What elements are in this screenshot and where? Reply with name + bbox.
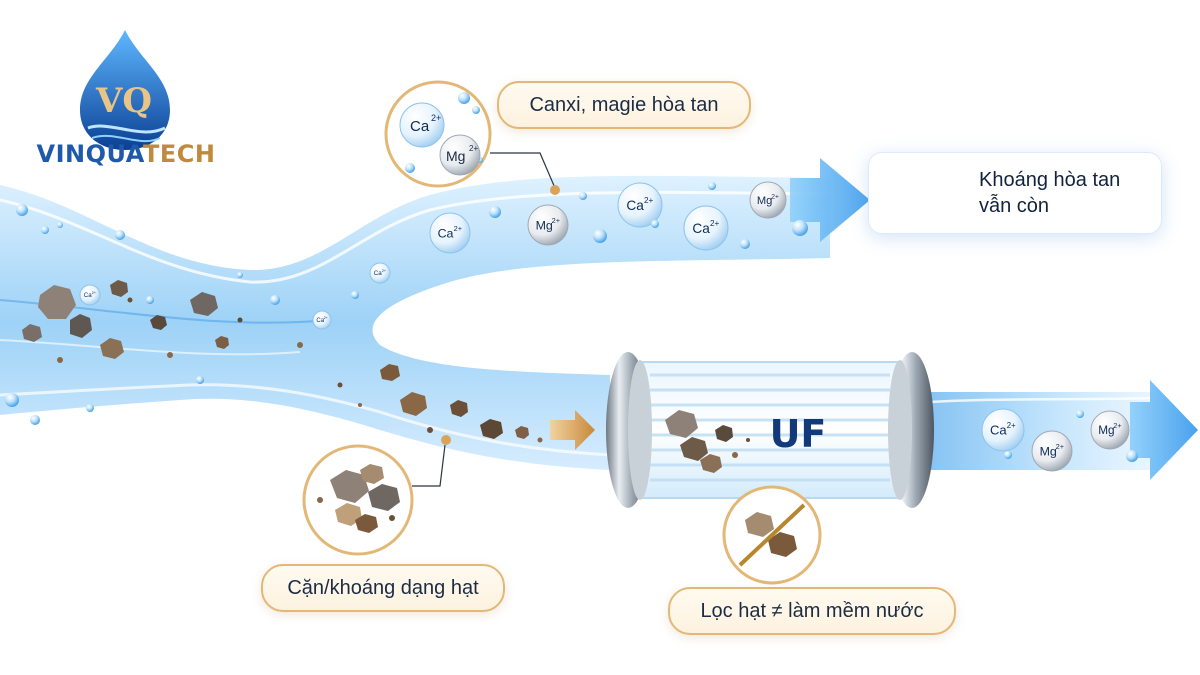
svg-text:2+: 2+	[382, 269, 386, 273]
result-card-text: Khoáng hòa tan vẫn còn	[979, 167, 1159, 219]
svg-text:Mg: Mg	[536, 218, 553, 232]
svg-text:2+: 2+	[1113, 423, 1121, 430]
particles-label: Cặn/khoáng dạng hạt	[261, 564, 505, 612]
filter-note-label: Lọc hạt ≠ làm mềm nước	[668, 587, 956, 635]
svg-text:Ca: Ca	[990, 423, 1007, 438]
svg-text:Ca: Ca	[438, 226, 454, 240]
result-card: Khoáng hòa tan vẫn còn	[868, 152, 1162, 234]
sediment-particles	[22, 280, 562, 443]
svg-text:2+: 2+	[92, 291, 96, 295]
svg-text:Mg: Mg	[1040, 444, 1057, 458]
flow-arrow-icon	[550, 410, 595, 450]
ion-mg: Mg2+	[749, 181, 787, 219]
svg-text:Ca: Ca	[316, 318, 324, 324]
svg-text:Ca: Ca	[692, 221, 710, 236]
uf-filter	[606, 352, 934, 508]
svg-text:2+: 2+	[324, 316, 328, 320]
stream-bubbles	[489, 182, 1138, 462]
dissolved-ions-callout: Ca 2+ Mg 2+	[384, 80, 560, 195]
logo-drop-icon: VQ	[80, 30, 170, 150]
splash-bubbles	[5, 204, 359, 425]
result-line1: Khoáng hòa tan	[979, 169, 1121, 191]
result-line2: vẫn còn	[979, 195, 1050, 217]
callout-ion-ca: Ca	[410, 118, 430, 135]
water-stream-input	[0, 175, 831, 470]
ion-mg: Mg2+	[527, 204, 569, 246]
brand-name-part2: TECH	[142, 140, 216, 168]
filter-note-text: Lọc hạt ≠ làm mềm nước	[700, 599, 924, 622]
svg-text:2+: 2+	[454, 224, 462, 233]
svg-text:Ca: Ca	[374, 270, 382, 277]
svg-text:2+: 2+	[710, 219, 720, 228]
output-stream-arrow-icon	[1130, 380, 1198, 480]
svg-text:2+: 2+	[469, 144, 478, 153]
svg-text:2+: 2+	[1007, 421, 1016, 430]
svg-text:Mg: Mg	[1098, 424, 1114, 437]
particles-callout	[302, 435, 451, 556]
svg-text:2+: 2+	[644, 196, 654, 205]
svg-text:2+: 2+	[771, 193, 779, 200]
dissolved-minerals-text: Canxi, magie hòa tan	[529, 93, 719, 116]
brand-name-part1: VINQUA	[36, 140, 143, 168]
svg-text:Ca: Ca	[626, 198, 644, 213]
brand-name: VINQUATECH	[26, 140, 226, 168]
brand-logo: VINQUATECH	[26, 22, 226, 172]
water-stream-output	[929, 380, 1198, 480]
top-stream-arrow-icon	[790, 158, 870, 242]
ion-mg: Mg2+	[1031, 430, 1073, 472]
svg-text:2+: 2+	[1056, 442, 1064, 451]
svg-text:2+: 2+	[552, 216, 560, 225]
callout-ion-mg: Mg	[446, 148, 465, 164]
uf-label: UF	[769, 412, 827, 456]
svg-text:Ca: Ca	[84, 292, 92, 299]
logo-monogram: VQ	[95, 81, 152, 121]
ion-mg: Mg2+	[1090, 410, 1130, 450]
svg-text:Mg: Mg	[757, 195, 773, 207]
no-particles-icon	[722, 485, 822, 585]
particles-text: Cặn/khoáng dạng hạt	[287, 576, 479, 599]
dissolved-minerals-label: Canxi, magie hòa tan	[497, 81, 751, 129]
svg-text:2+: 2+	[431, 113, 441, 123]
